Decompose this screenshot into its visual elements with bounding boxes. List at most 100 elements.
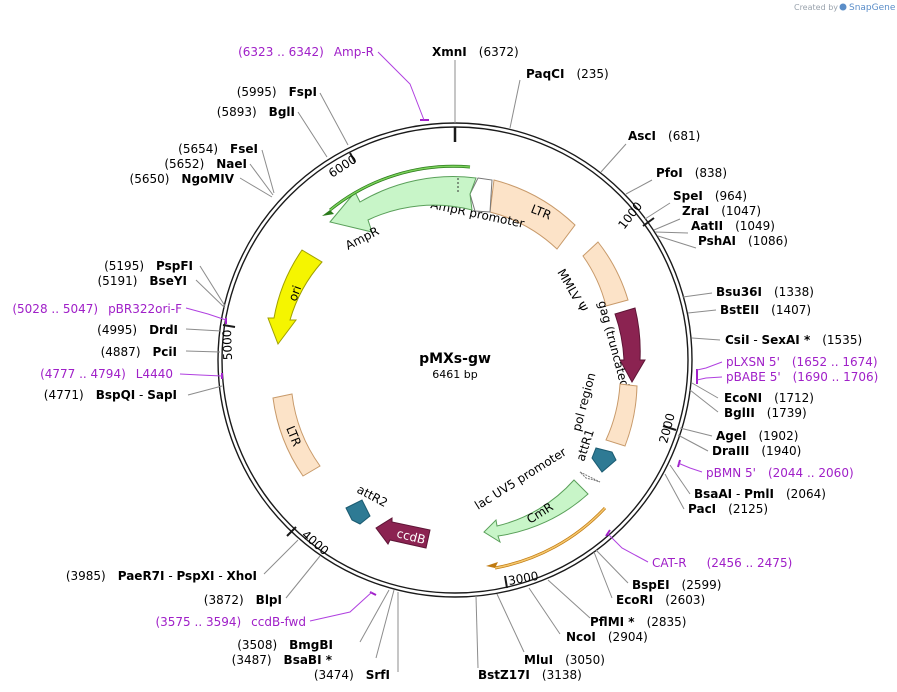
- primer-label-catr[interactable]: CAT-R(2456 .. 2475): [652, 556, 792, 570]
- enzyme-label-bmgbi[interactable]: (3508)BmgBI: [237, 638, 333, 652]
- leader-bgli: [297, 111, 328, 158]
- leader-bsteii: [687, 309, 717, 314]
- enzyme-label-econi[interactable]: EcoNI(1712): [724, 391, 814, 405]
- leader-pshai: [657, 235, 697, 249]
- enzyme-label-bseyi[interactable]: (5191)BseYI: [98, 274, 188, 288]
- primer-label-l4440[interactable]: (4777 .. 4794) L4440: [40, 367, 173, 381]
- primer-label-pbmn[interactable]: pBMN 5'(2044 .. 2060): [706, 466, 854, 480]
- enzyme-label-asci[interactable]: AscI(681): [628, 129, 700, 143]
- leader-csii: [691, 337, 721, 341]
- enzyme-label-spei[interactable]: SpeI(964): [673, 189, 747, 203]
- enzyme-position: (838): [695, 166, 727, 180]
- enzyme-name: DraIII: [712, 444, 749, 458]
- primer-name: ccdB-fwd: [251, 615, 306, 629]
- enzyme-label-ngomiv[interactable]: (5650)NgoMIV: [130, 172, 235, 186]
- enzyme-name: XmnI: [432, 45, 467, 59]
- enzyme-label-aatii[interactable]: AatII(1049): [691, 219, 775, 233]
- leader-ecori: [593, 551, 613, 599]
- enzyme-label-agei[interactable]: AgeI(1902): [716, 429, 798, 443]
- primer-label-plxsn[interactable]: pLXSN 5'(1652 .. 1674): [726, 355, 878, 369]
- enzyme-name: BstZ17I: [478, 668, 530, 682]
- enzyme-label-pcii[interactable]: (4887)PciI: [101, 345, 177, 359]
- enzyme-label-naei[interactable]: (5652)NaeI: [164, 157, 247, 171]
- leader-primer-plxsn: [696, 361, 723, 371]
- enzyme-separator-2: -: [215, 569, 227, 583]
- leader-mlui: [496, 593, 525, 653]
- enzyme-label-xmni[interactable]: XmnI(6372): [432, 45, 519, 59]
- primer-name: pLXSN 5': [726, 355, 780, 369]
- enzyme-label-drdi[interactable]: (4995)DrdI: [97, 323, 178, 337]
- enzyme-label-zrai[interactable]: ZraI(1047): [682, 204, 761, 218]
- primer-range: (4777 .. 4794): [40, 367, 126, 381]
- enzyme-label-draiii[interactable]: DraIII(1940): [712, 444, 801, 458]
- feature-gag: gag (truncated): [595, 299, 646, 394]
- enzyme-name: AscI: [628, 129, 656, 143]
- primer-label-pbabe[interactable]: pBABE 5'(1690 .. 1706): [726, 370, 878, 384]
- primer-name: pBR322ori-F: [108, 302, 182, 316]
- enzyme-position: (1338): [774, 285, 814, 299]
- enzyme-label-pflmi[interactable]: PflMI *(2835): [590, 615, 686, 629]
- enzyme-position: (1739): [767, 406, 807, 420]
- enzyme-label-bsaai[interactable]: BsaAI - PmlI(2064): [694, 487, 826, 501]
- enzyme-label-paer7i[interactable]: (3985)PaeR7I - PspXI - XhoI: [66, 569, 257, 583]
- primer-range: (6323 .. 6342): [238, 45, 324, 59]
- enzyme-label-ecori[interactable]: EcoRI(2603): [616, 593, 705, 607]
- enzyme-label-mlui[interactable]: MluI(3050): [524, 653, 605, 667]
- leader-pfoi: [625, 179, 653, 195]
- feature-ori: ori: [267, 249, 323, 346]
- enzyme-label-ncoi[interactable]: NcoI(2904): [566, 630, 648, 644]
- enzyme-label-bsabi[interactable]: (3487)BsaBI *: [232, 653, 333, 667]
- enzyme-label-pshai[interactable]: PshAI(1086): [698, 234, 788, 248]
- enzyme-label-blpi[interactable]: (3872)BlpI: [204, 593, 282, 607]
- feature-mmlv-shape: [582, 241, 629, 307]
- feature-cmr-shape: [483, 479, 589, 544]
- leader-ncoi: [528, 587, 561, 635]
- enzyme-label-bspqi[interactable]: (4771)BspQI - SapI: [44, 388, 177, 402]
- enzyme-label-pspfi[interactable]: (5195)PspFI: [104, 259, 193, 273]
- primer-name: L4440: [136, 367, 173, 381]
- primer-label-pbr322[interactable]: (5028 .. 5047)pBR322ori-F: [12, 302, 182, 316]
- enzyme-label-bglii[interactable]: BglII(1739): [724, 406, 807, 420]
- enzyme-name: BglI: [269, 105, 295, 119]
- enzyme-label-csii[interactable]: CsiI - SexAI *(1535): [725, 333, 862, 347]
- enzyme-name: SpeI: [673, 189, 703, 203]
- enzyme-label-bsteii[interactable]: BstEII(1407): [720, 303, 811, 317]
- enzyme-label-bgli[interactable]: (5893)BglI: [217, 105, 295, 119]
- feature-lacuv5-shape: [579, 471, 601, 483]
- enzyme-name: MluI: [524, 653, 553, 667]
- enzyme-position: (1535): [822, 333, 862, 347]
- enzyme-label-srfi[interactable]: (3474)SrfI: [314, 668, 390, 682]
- primer-label-ccdbfwd[interactable]: (3575 .. 3594) ccdB-fwd: [155, 615, 306, 629]
- enzyme-label-paci[interactable]: PacI(2125): [688, 502, 768, 516]
- enzyme-leader-lines: [185, 60, 721, 672]
- primer-range: (3575 .. 3594): [155, 615, 241, 629]
- enzyme-label-paqci[interactable]: PaqCI(235): [526, 67, 609, 81]
- primer-label-ampr[interactable]: (6323 .. 6342) Amp-R: [238, 45, 374, 59]
- tick-label-3000: 3000: [507, 569, 540, 588]
- primer-name: Amp-R: [334, 45, 374, 59]
- enzyme-name: PacI: [688, 502, 716, 516]
- enzyme-label-pfoi[interactable]: PfoI(838): [656, 166, 727, 180]
- enzyme-label-bsu36i[interactable]: Bsu36I(1338): [716, 285, 814, 299]
- enzyme-name: BlpI: [256, 593, 282, 607]
- enzyme-separator: -: [165, 569, 177, 583]
- enzyme-name: AgeI: [716, 429, 746, 443]
- enzyme-label-fsei[interactable]: (5654)FseI: [178, 142, 258, 156]
- enzyme-label-bstz17i[interactable]: BstZ17I(3138): [478, 668, 582, 682]
- feature-ccdb-shape: [375, 517, 431, 549]
- plasmid-name: pMXs-gw: [419, 351, 491, 367]
- feature-gag-shape: [614, 307, 646, 384]
- enzyme-name-2: PspXI: [176, 569, 214, 583]
- feature-ampr-shape: [329, 176, 477, 233]
- feature-mmlv-label: MMLV Ψ: [554, 267, 590, 315]
- feature-pol-shape: [605, 383, 638, 447]
- enzyme-name: CsiI: [725, 333, 750, 347]
- leader-fsei: [261, 149, 275, 194]
- tick-1000: [642, 217, 655, 227]
- feature-ltr2-shape: [272, 393, 321, 477]
- plasmid-length: 6461 bp: [432, 368, 477, 381]
- enzyme-position: (3474): [314, 668, 354, 682]
- leader-pflmi: [547, 579, 591, 619]
- enzyme-label-fspi[interactable]: (5995)FspI: [237, 85, 317, 99]
- enzyme-label-bspei[interactable]: BspEI(2599): [632, 578, 721, 592]
